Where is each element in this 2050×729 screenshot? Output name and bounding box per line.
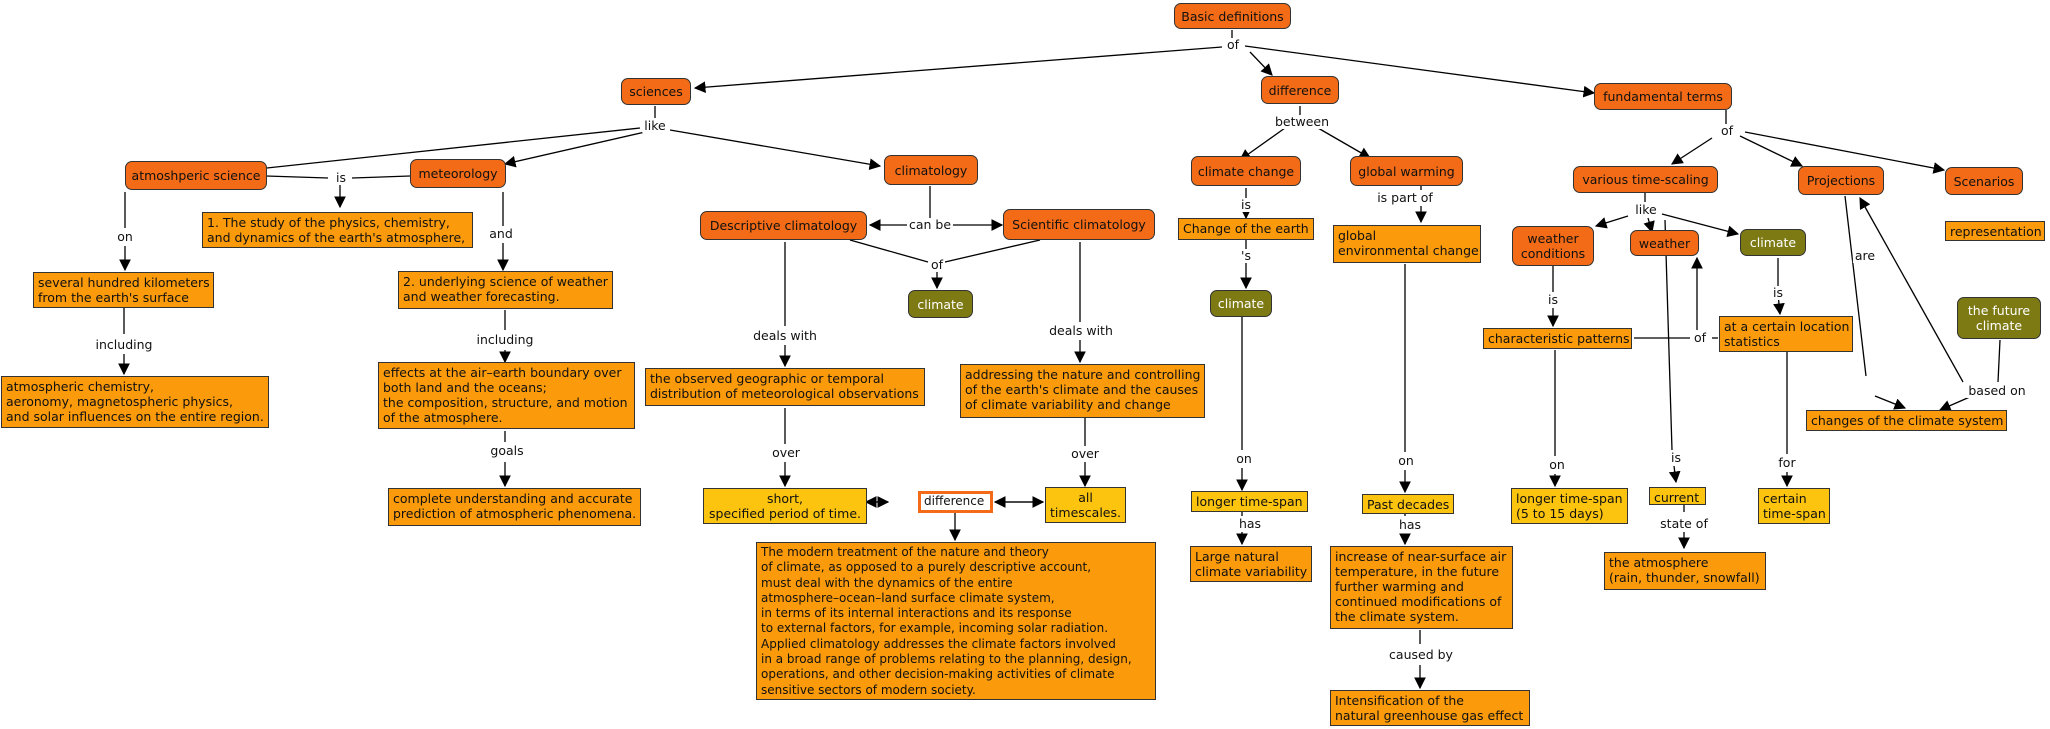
link-label-deals-with-1: deals with xyxy=(751,328,819,343)
node-certain-location-statistics: at a certain location statistics xyxy=(1719,316,1853,352)
link-label-is-weather-conditions: is xyxy=(1546,292,1560,307)
node-effects-boundary: effects at the air–earth boundary over b… xyxy=(378,362,635,429)
node-difference: difference xyxy=(1261,76,1339,104)
node-past-decades: Past decades xyxy=(1362,494,1454,514)
link-label-of-fundamental: of xyxy=(1718,123,1736,138)
link-label-can-be: can be xyxy=(906,217,954,232)
link-label-like-time: like xyxy=(1633,202,1659,217)
node-fundamental-terms: fundamental terms xyxy=(1594,83,1732,110)
link-label-for: for xyxy=(1776,455,1798,470)
node-current: current xyxy=(1649,487,1706,505)
node-projections: Projections xyxy=(1798,166,1884,195)
link-label-over-1: over xyxy=(770,445,802,460)
node-scenarios: Scenarios xyxy=(1945,167,2023,195)
link-label-between: between xyxy=(1272,114,1332,129)
link-label-based-on: based on xyxy=(1966,383,2028,398)
node-climate-center: climate xyxy=(908,290,973,318)
node-global-env-change: global environmental change xyxy=(1333,225,1481,263)
link-label-has-global-warming: has xyxy=(1396,517,1424,532)
link-label-possessive: 's xyxy=(1239,248,1253,263)
node-all-timescales: all timescales. xyxy=(1045,487,1126,523)
link-label-state-of: state of xyxy=(1658,516,1710,531)
node-climatology: climatology xyxy=(884,155,978,185)
link-label-goals: goals xyxy=(488,443,526,458)
node-various-time-scaling: various time-scaling xyxy=(1573,166,1718,193)
link-label-is-definition: is xyxy=(334,170,348,185)
link-label-like-sciences: like xyxy=(642,118,668,133)
node-characteristic-patterns: characteristic patterns xyxy=(1483,328,1632,349)
node-short-period: short, specified period of time. xyxy=(703,488,867,524)
link-label-of-characteristic: of xyxy=(1691,330,1709,345)
link-label-of-climate: of xyxy=(928,257,946,272)
link-label-and-meteorology: and xyxy=(487,226,515,241)
node-climate-right: climate xyxy=(1740,229,1806,256)
link-label-is-climate: is xyxy=(1771,285,1785,300)
node-definition-2: 2. underlying science of weather and wea… xyxy=(398,271,613,309)
node-changes-climate-system: changes of the climate system xyxy=(1806,410,2007,431)
node-weather: weather xyxy=(1630,230,1699,256)
link-label-is-part-of: is part of xyxy=(1375,190,1435,205)
node-climate-mid: climate xyxy=(1210,290,1272,317)
link-label-on-climate-change: on xyxy=(1234,451,1254,466)
node-sciences: sciences xyxy=(621,78,691,105)
node-descriptive-climatology: Descriptive climatology xyxy=(700,211,867,240)
link-label-are: are xyxy=(1852,248,1878,263)
node-several-hundred-km: several hundred kilometers from the eart… xyxy=(33,272,214,308)
link-label-has-climate-change: has xyxy=(1236,516,1264,531)
node-difference-small: difference xyxy=(918,491,993,513)
link-label-is-weather: is xyxy=(1669,450,1683,465)
link-label-over-2: over xyxy=(1069,446,1101,461)
node-modern-treatment: The modern treatment of the nature and t… xyxy=(756,542,1156,700)
link-label-on-global-warming: on xyxy=(1396,453,1416,468)
node-longer-time-span-days: longer time-span (5 to 15 days) xyxy=(1511,488,1628,524)
node-climate-change: climate change xyxy=(1191,156,1301,186)
node-weather-conditions: weather conditions xyxy=(1512,226,1594,266)
node-scientific-climatology: Scientific climatology xyxy=(1003,209,1155,240)
node-the-atmosphere: the atmosphere (rain, thunder, snowfall) xyxy=(1604,552,1766,590)
link-label-deals-with-2: deals with xyxy=(1047,323,1115,338)
link-label-including-2: including xyxy=(474,332,536,347)
node-observed-distribution: the observed geographic or temporal dist… xyxy=(645,368,925,406)
link-label-caused-by: caused by xyxy=(1387,647,1455,662)
node-basic-definitions: Basic definitions xyxy=(1174,3,1291,29)
node-definition-1: 1. The study of the physics, chemistry, … xyxy=(202,212,473,248)
node-certain-time-span: certain time-span xyxy=(1758,488,1830,524)
node-large-natural-variability: Large natural climate variability xyxy=(1190,546,1312,582)
node-global-warming: global warming xyxy=(1350,156,1463,186)
node-change-of-earth: Change of the earth xyxy=(1178,218,1314,240)
node-atmospheric-chemistry: atmospheric chemistry, aeronomy, magneto… xyxy=(1,376,269,428)
link-label-on-atmospheric: on xyxy=(115,229,135,244)
node-meteorology: meteorology xyxy=(410,159,506,188)
node-addressing-nature: addressing the nature and controlling of… xyxy=(960,364,1205,418)
node-increase-temperature: increase of near-surface air temperature… xyxy=(1330,546,1513,629)
node-representation: representation xyxy=(1945,221,2045,241)
link-label-of-top: of xyxy=(1224,37,1242,52)
link-label-is-climate-change: is xyxy=(1239,197,1253,212)
node-longer-time-span: longer time-span xyxy=(1191,491,1308,512)
link-label-on-weather-conditions: on xyxy=(1547,457,1567,472)
node-complete-understanding: complete understanding and accurate pred… xyxy=(388,488,641,526)
link-label-including-1: including xyxy=(93,337,155,352)
node-intensification: Intensification of the natural greenhous… xyxy=(1330,690,1530,726)
node-atmospheric-science: atmoshperic science xyxy=(125,161,267,190)
node-the-future-climate: the future climate xyxy=(1957,297,2041,339)
